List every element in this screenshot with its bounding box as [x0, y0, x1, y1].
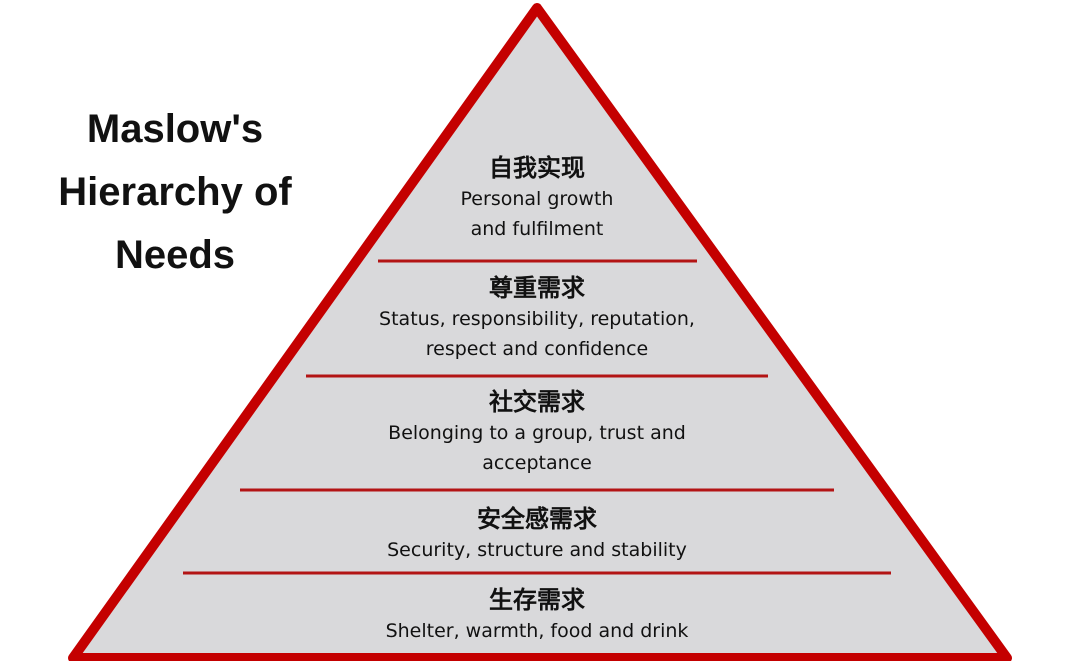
level-self-actualization: 自我实现 Personal growth and fulfilment: [237, 152, 837, 244]
title-line: Maslow's: [86, 107, 264, 151]
level-description: respect and confidence: [425, 338, 649, 360]
level-esteem: 尊重需求 Status, responsibility, reputation,…: [237, 272, 837, 364]
level-physiological: 生存需求 Shelter, warmth, food and drink: [237, 584, 837, 646]
level-description: and fulfilment: [470, 218, 604, 240]
level-heading: 尊重需求: [489, 274, 585, 302]
pyramid-triangle: [68, 3, 1012, 661]
level-heading: 生存需求: [489, 586, 585, 614]
level-safety: 安全感需求 Security, structure and stability: [237, 503, 837, 565]
level-description: Shelter, warmth, food and drink: [385, 620, 689, 642]
level-social: 社交需求 Belonging to a group, trust and acc…: [237, 386, 837, 478]
level-description: acceptance: [482, 452, 592, 474]
level-description: Status, responsibility, reputation,: [379, 308, 695, 330]
level-heading: 社交需求: [489, 388, 585, 416]
level-description: Security, structure and stability: [387, 539, 687, 561]
title-line: Needs: [114, 233, 236, 277]
level-heading: 安全感需求: [477, 505, 597, 533]
diagram-title: Maslow's Hierarchy of Needs: [20, 98, 330, 287]
level-heading: 自我实现: [489, 154, 585, 182]
title-line: Hierarchy of: [58, 170, 292, 214]
level-description: Personal growth: [460, 188, 614, 210]
level-description: Belonging to a group, trust and: [388, 422, 686, 444]
